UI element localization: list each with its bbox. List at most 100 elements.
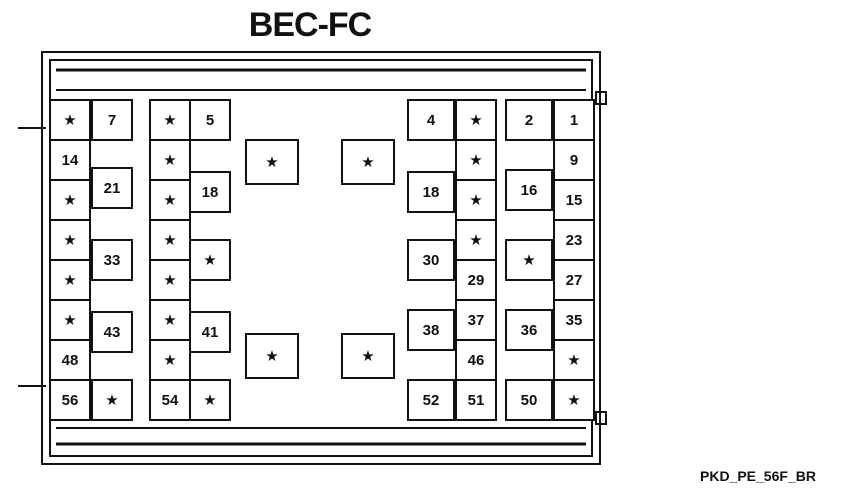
pin-number-label: 41 (202, 324, 219, 341)
unused-pin-star: ★ (163, 351, 176, 369)
pin-number-label: 14 (62, 152, 79, 169)
unused-cavity (455, 139, 497, 181)
unused-pin-star: ★ (63, 111, 76, 129)
unused-cavity (553, 339, 595, 381)
unused-cavity (149, 339, 191, 381)
unused-cavity (553, 379, 595, 421)
pin-number-label: 7 (108, 112, 116, 129)
pin-number-label: 23 (566, 232, 583, 249)
unused-cavity (149, 179, 191, 221)
unused-pin-star: ★ (105, 391, 118, 409)
unused-cavity (189, 239, 231, 281)
pin-cavity-21 (91, 167, 133, 209)
unused-pin-star: ★ (469, 151, 482, 169)
pin-cavity-48 (49, 339, 91, 381)
pin-cavity-14 (49, 139, 91, 181)
pin-cavity-7 (91, 99, 133, 141)
connector-title: BEC-FC (248, 6, 372, 44)
pin-cavity-36 (505, 309, 553, 351)
pin-number-label: 38 (423, 322, 440, 339)
unused-cavity (49, 99, 91, 141)
pin-number-label: 48 (62, 352, 79, 369)
pin-cavity-51 (455, 379, 497, 421)
unused-pin-star: ★ (567, 351, 580, 369)
unused-pin-star: ★ (522, 251, 535, 269)
pin-cavity-23 (553, 219, 595, 261)
pin-cavity-16 (505, 169, 553, 211)
unused-cavity (149, 99, 191, 141)
unused-pin-star: ★ (469, 231, 482, 249)
pin-number-label: 15 (566, 192, 583, 209)
unused-cavity (245, 139, 299, 185)
pin-cavity-29 (455, 259, 497, 301)
unused-pin-star: ★ (361, 153, 374, 171)
pin-cavity-56 (49, 379, 91, 421)
unused-cavity (49, 179, 91, 221)
unused-pin-star: ★ (163, 271, 176, 289)
pin-cavity-41 (189, 311, 231, 353)
pin-number-label: 36 (521, 322, 538, 339)
unused-pin-star: ★ (163, 111, 176, 129)
pin-number-label: 4 (427, 112, 436, 129)
unused-pin-star: ★ (265, 347, 278, 365)
unused-cavity (341, 333, 395, 379)
pin-cavity-18 (189, 171, 231, 213)
pin-number-label: 16 (521, 182, 538, 199)
pin-cavity-4 (407, 99, 455, 141)
pin-number-label: 43 (104, 324, 121, 341)
unused-cavity (455, 219, 497, 261)
unused-cavity (49, 219, 91, 261)
unused-pin-star: ★ (163, 231, 176, 249)
pin-cavity-1 (553, 99, 595, 141)
unused-pin-star: ★ (567, 391, 580, 409)
pin-number-label: 56 (62, 392, 79, 409)
pin-cavity-2 (505, 99, 553, 141)
unused-pin-star: ★ (63, 311, 76, 329)
pin-number-label: 2 (525, 112, 533, 129)
unused-cavity (341, 139, 395, 185)
pin-cavity-46 (455, 339, 497, 381)
unused-cavity (149, 219, 191, 261)
unused-pin-star: ★ (469, 191, 482, 209)
pin-cavity-33 (91, 239, 133, 281)
unused-cavity (91, 379, 133, 421)
pin-number-label: 30 (423, 252, 440, 269)
pin-number-label: 52 (423, 392, 440, 409)
unused-cavity (505, 239, 553, 281)
pin-number-label: 18 (202, 184, 219, 201)
pin-cavity-38 (407, 309, 455, 351)
pin-cavity-52 (407, 379, 455, 421)
pin-number-label: 29 (468, 272, 485, 289)
pin-number-label: 1 (570, 112, 578, 129)
unused-pin-star: ★ (63, 271, 76, 289)
pin-number-label: 5 (206, 112, 214, 129)
pin-cavity-5 (189, 99, 231, 141)
pin-number-label: 37 (468, 312, 485, 329)
pin-cavity-43 (91, 311, 133, 353)
unused-cavity (245, 333, 299, 379)
pin-cavity-50 (505, 379, 553, 421)
pin-cavity-35 (553, 299, 595, 341)
pin-number-label: 27 (566, 272, 583, 289)
unused-cavity (49, 299, 91, 341)
pin-number-label: 21 (104, 180, 121, 197)
unused-pin-star: ★ (63, 231, 76, 249)
pin-cavity-18 (407, 171, 455, 213)
unused-pin-star: ★ (63, 191, 76, 209)
pin-cavity-15 (553, 179, 595, 221)
pin-number-label: 50 (521, 392, 538, 409)
unused-pin-star: ★ (203, 391, 216, 409)
unused-pin-star: ★ (361, 347, 374, 365)
pin-number-label: 54 (162, 392, 179, 409)
pin-number-label: 35 (566, 312, 583, 329)
pin-number-label: 33 (104, 252, 121, 269)
pin-number-label: 46 (468, 352, 485, 369)
pin-cavity-54 (149, 379, 191, 421)
pin-cavity-30 (407, 239, 455, 281)
unused-pin-star: ★ (163, 311, 176, 329)
reference-code: PKD_PE_56F_BR (700, 468, 816, 484)
pin-number-label: 9 (570, 152, 578, 169)
unused-cavity (455, 179, 497, 221)
unused-pin-star: ★ (163, 151, 176, 169)
